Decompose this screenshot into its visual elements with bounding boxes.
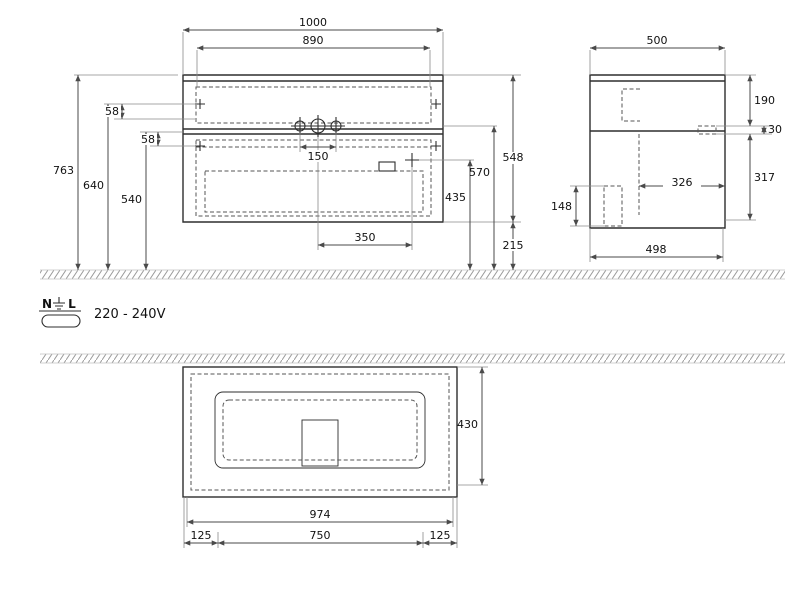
- dim-label-plan-basin-width: 974: [310, 508, 331, 521]
- dim-label-front-tap-height: 570: [469, 166, 490, 179]
- front-mounting-cross-marks: [195, 99, 441, 167]
- hatch-border-lower: [40, 353, 785, 364]
- dim-label-front-outlet-offset: 350: [355, 231, 376, 244]
- side-view: 500 190 30 317 326 148 498: [551, 34, 782, 262]
- hatch-border-upper: [40, 269, 785, 280]
- plan-outline: [182, 366, 458, 498]
- dim-label-front-total-width: 1000: [299, 16, 327, 29]
- dim-label-side-depth-bottom: 498: [646, 243, 667, 256]
- floor-hatch-band-upper: [40, 269, 785, 280]
- dim-label-plan-center-width: 750: [310, 529, 331, 542]
- tap-hole-center: [310, 118, 326, 134]
- plan-hidden-bowl-inner: [222, 399, 418, 461]
- dim-label-front-outlet-height: 435: [445, 191, 466, 204]
- label-bg: [499, 239, 527, 251]
- dim-label-plan-margin-left: 125: [191, 529, 212, 542]
- dim-label-front-cabinet-height: 548: [503, 151, 524, 164]
- dim-label-side-rail-thickness: 30: [768, 123, 782, 136]
- plan-view: 430 974 125 750 125: [182, 366, 488, 548]
- neutral-label: N: [42, 297, 52, 311]
- label-bg: [139, 134, 157, 145]
- connection-box-icon: [41, 314, 81, 328]
- outlet-box: [378, 161, 396, 172]
- hatch-fill-upper: [40, 270, 785, 279]
- dim-label-front-tap-spacing: 150: [308, 150, 329, 163]
- dim-label-front-offset-b: 58: [141, 133, 155, 146]
- plan-hidden-cabinet: [190, 373, 450, 491]
- front-view: 1000 890 150 350 763 640 540 58 58 435 5…: [53, 16, 528, 270]
- front-extension-lines: [74, 32, 521, 250]
- side-cabinet-outline: [589, 74, 726, 229]
- dim-label-front-inner-width: 890: [303, 34, 324, 47]
- wall-hatch-band-lower: [40, 353, 785, 364]
- side-hidden-lines: [603, 88, 717, 227]
- label-bg: [303, 150, 333, 162]
- dim-label-front-height-total: 763: [53, 164, 74, 177]
- side-extension-lines: [570, 50, 772, 262]
- dim-label-side-depth-total: 500: [647, 34, 668, 47]
- plan-basin-bowl: [214, 391, 426, 469]
- dim-label-side-lower-section: 317: [754, 171, 775, 184]
- dim-label-side-top-section: 190: [754, 94, 775, 107]
- tap-hole-left: [294, 120, 306, 132]
- label-bg: [498, 152, 528, 164]
- plan-extension-lines: [183, 366, 488, 548]
- voltage-label: 220 - 240V: [94, 307, 166, 322]
- tap-hole-right: [330, 120, 342, 132]
- dim-label-front-height-to-rail: 540: [121, 193, 142, 206]
- dim-label-plan-basin-depth: 430: [457, 418, 478, 431]
- plan-drain-box: [301, 419, 339, 467]
- line-label: L: [68, 297, 76, 311]
- earth-ground-icon: [53, 297, 65, 310]
- front-cabinet-outline: [182, 74, 444, 223]
- dim-label-front-floor-clearance: 215: [503, 239, 524, 252]
- dim-label-front-height-to-hole: 640: [83, 179, 104, 192]
- dim-label-side-cutout-height: 148: [551, 200, 572, 213]
- label-bg: [663, 176, 701, 188]
- dim-label-front-offset-a: 58: [105, 105, 119, 118]
- label-bg: [103, 106, 121, 117]
- dim-label-plan-margin-right: 125: [430, 529, 451, 542]
- hatch-fill-lower: [40, 354, 785, 363]
- dim-label-side-inner-depth: 326: [672, 176, 693, 189]
- electrical-connection: N L 220 - 240V: [39, 297, 166, 328]
